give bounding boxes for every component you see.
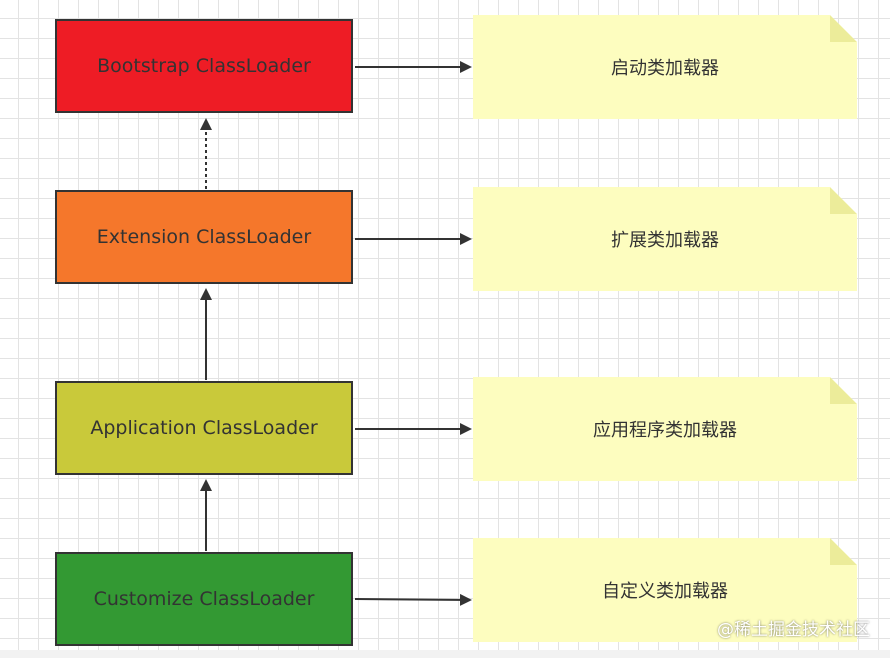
customize-note-text: 自定义类加载器 [602,581,728,602]
bootstrap-classloader-label: Bootstrap ClassLoader [97,55,311,77]
application-note-text: 应用程序类加载器 [593,420,737,441]
customize-classloader-label: Customize ClassLoader [93,588,315,610]
application-classloader-box: Application ClassLoader [55,381,353,475]
watermark: @稀土掘金技术社区 [717,620,870,640]
extension-note: 扩展类加载器 [473,187,857,291]
arrow-customize-to-note [354,593,472,606]
application-classloader-label: Application ClassLoader [90,417,318,439]
bootstrap-note-text: 启动类加载器 [611,58,719,79]
extension-classloader-label: Extension ClassLoader [96,226,312,248]
extension-note-text: 扩展类加载器 [611,230,719,251]
application-note: 应用程序类加载器 [473,377,857,481]
customize-note: 自定义类加载器 [473,538,857,642]
extension-classloader-box: Extension ClassLoader [55,190,353,284]
bottom-strip [0,650,890,658]
customize-classloader-box: Customize ClassLoader [55,552,353,646]
bootstrap-classloader-box: Bootstrap ClassLoader [55,19,353,113]
bootstrap-note: 启动类加载器 [473,15,857,119]
